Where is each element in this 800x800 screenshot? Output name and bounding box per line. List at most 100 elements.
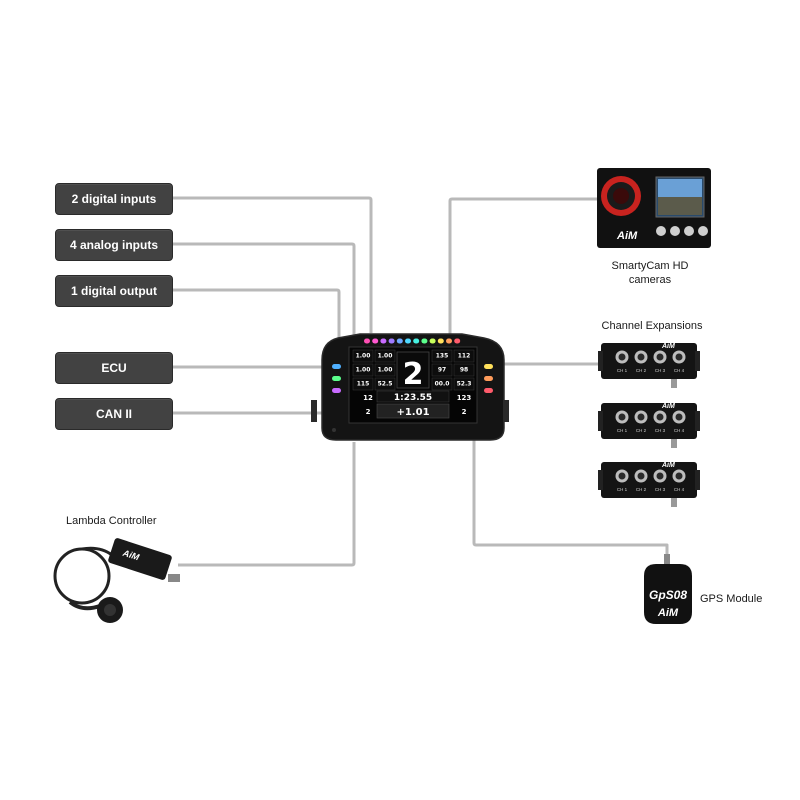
expansion-mount <box>695 470 700 490</box>
camera-button <box>670 226 680 236</box>
can-ii-label: CAN II <box>96 407 132 421</box>
gps-brand-logo: AiM <box>657 607 679 619</box>
gps-model-label: GpS08 <box>649 588 687 602</box>
dash-cell <box>453 363 475 377</box>
digital-output-label: 1 digital output <box>71 284 157 298</box>
right-side-led <box>484 364 493 369</box>
right-side-led <box>484 376 493 381</box>
channel-connector-core <box>656 353 664 361</box>
side-leds <box>332 364 493 393</box>
gps-module-caption: GPS Module <box>700 593 763 605</box>
channel-connector-core <box>618 353 626 361</box>
camera-button <box>684 226 694 236</box>
line-lambda <box>178 442 356 567</box>
expansion-cable-connector <box>671 439 677 448</box>
channel-connector-core <box>656 472 664 480</box>
expansion-mount <box>598 411 603 431</box>
channel-label: CH 2 <box>636 368 647 373</box>
expansion-brand-logo: AiM <box>661 462 675 469</box>
shift-led <box>446 338 452 344</box>
channel-label: CH 3 <box>655 428 666 433</box>
line-2-digital-inputs <box>171 196 373 333</box>
shift-led <box>388 338 395 344</box>
line-gps <box>472 440 669 562</box>
lambda-probe-cable <box>68 600 101 611</box>
lambda-sensor-plug-core <box>104 604 116 616</box>
channel-label: CH 2 <box>636 487 647 492</box>
channel-label: CH 1 <box>617 487 628 492</box>
lap-time-bar <box>376 390 450 403</box>
camera-screen-road <box>658 197 702 215</box>
shift-led <box>454 338 461 344</box>
dash-cell-value: 97 <box>438 367 446 374</box>
dash-cell-value: 1.00 <box>378 367 393 374</box>
smartycam-caption-line1: SmartyCam HD <box>611 260 689 272</box>
left-side-button <box>311 400 317 422</box>
digital-inputs-label: 2 digital inputs <box>71 192 157 206</box>
camera-lens-glass <box>613 188 629 204</box>
lambda-cable-loop <box>53 547 111 605</box>
dash-cell-value: 98 <box>460 367 468 374</box>
shift-led <box>364 338 370 344</box>
channel-label: CH 4 <box>674 428 685 433</box>
expansion-mount <box>598 351 603 371</box>
lap-time: 1:23.55 <box>394 393 432 403</box>
shift-led <box>396 338 403 344</box>
dash-cell-value: 135 <box>436 353 449 360</box>
digital-output-box: 1 digital output <box>55 275 173 307</box>
channel-expansion-modules: CH 1 CH 2 CH 3 CH 4 AiM CH 1 CH 2 CH 3 CH 4 AiM CH… <box>598 343 700 507</box>
channel-label: CH 4 <box>674 487 685 492</box>
expansion-cable-connector <box>671 498 677 507</box>
light-sensor <box>332 428 336 432</box>
dash-cell <box>374 377 396 391</box>
connector-lines <box>171 196 669 567</box>
shift-led <box>437 338 444 344</box>
dash-cell <box>374 349 396 363</box>
channel-connector-core <box>637 413 645 421</box>
dash-cell <box>431 377 453 391</box>
channel-connector-core <box>675 413 683 421</box>
dash-cell-value: 112 <box>458 353 471 360</box>
channel-connector-core <box>618 413 626 421</box>
left-side-led <box>332 388 341 393</box>
channel-connector-core <box>637 472 645 480</box>
dash-cell <box>431 363 453 377</box>
channel-connector-core <box>637 353 645 361</box>
lambda-controller-caption: Lambda Controller <box>66 515 157 527</box>
dash-cell-value: 52.5 <box>378 381 393 388</box>
lambda-controller-body <box>108 538 172 580</box>
dash-cell <box>352 363 374 377</box>
can-ii-box: CAN II <box>55 398 173 430</box>
right-side-button <box>503 400 509 422</box>
channel-label: CH 3 <box>655 487 666 492</box>
lambda-cable <box>81 546 113 557</box>
smartycam-caption: SmartyCam HD cameras <box>590 259 710 287</box>
shift-leds <box>364 338 461 344</box>
analog-inputs-label: 4 analog inputs <box>69 238 158 252</box>
expansion-brand-logo: AiM <box>661 403 675 410</box>
dash-cell-value: 1.00 <box>356 353 371 360</box>
dash-cell-value: 00.0 <box>435 381 450 388</box>
channel-connector-core <box>656 413 664 421</box>
bottom-left-value: 12 <box>363 394 373 402</box>
smartycam-hd-camera: AiM <box>597 168 711 248</box>
left-side-led <box>332 376 341 381</box>
shift-led <box>380 338 387 344</box>
shift-led <box>429 338 436 344</box>
expansion-mount <box>695 411 700 431</box>
channel-label: CH 2 <box>636 428 647 433</box>
right-side-led <box>484 388 493 393</box>
channel-label: CH 4 <box>674 368 685 373</box>
gear-box <box>396 351 430 389</box>
channel-label: CH 1 <box>617 368 628 373</box>
line-1-digital-output <box>171 288 341 343</box>
expansion-mount <box>598 470 603 490</box>
gps-body <box>644 564 692 624</box>
lambda-connector <box>168 574 180 582</box>
camera-screen-sky <box>658 179 702 197</box>
dash-cell-value: 52.3 <box>457 381 472 388</box>
